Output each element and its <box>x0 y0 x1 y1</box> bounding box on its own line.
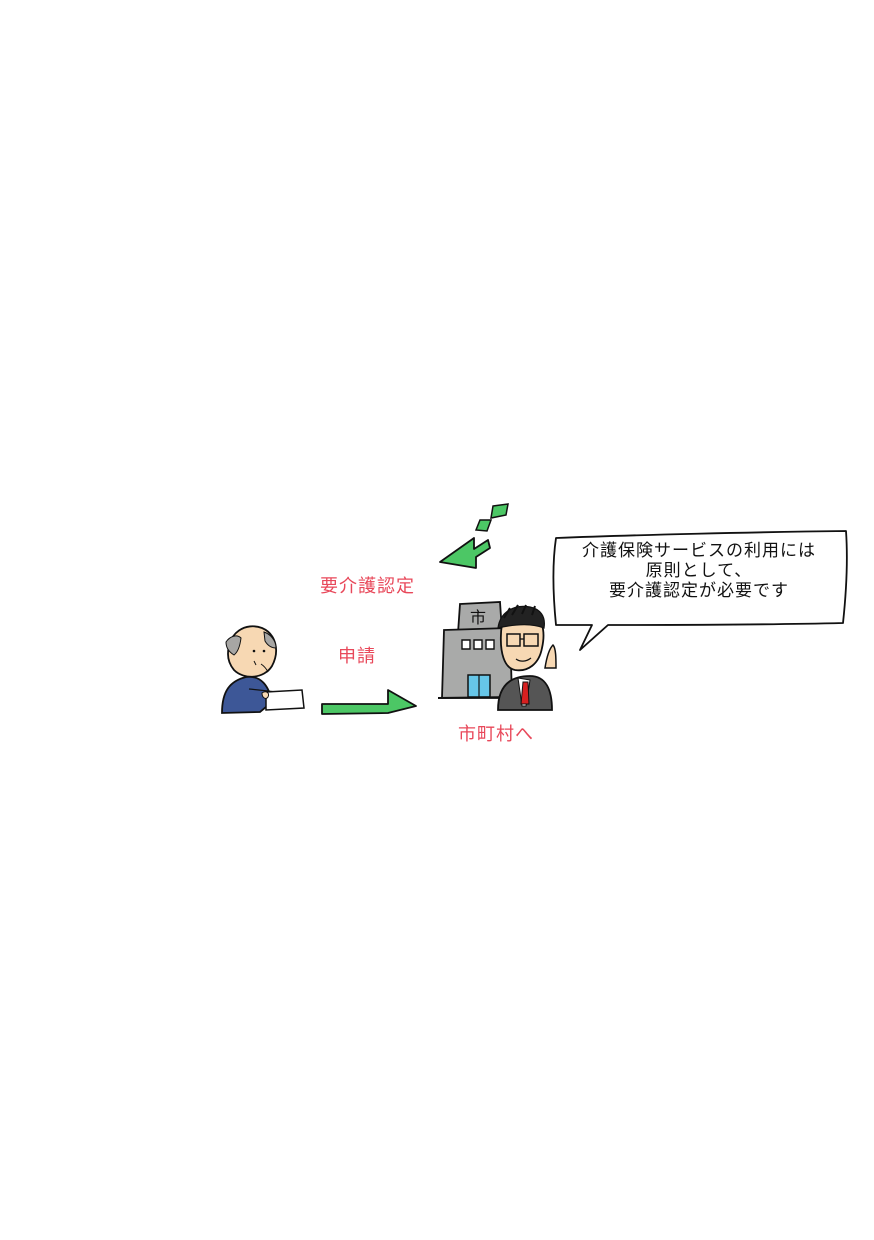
municipality-label: 市町村へ <box>458 724 534 745</box>
pointer-arrow-icon <box>439 503 509 569</box>
building-sign: 市 <box>470 608 487 627</box>
speech-line-3: 要介護認定が必要です <box>609 581 789 601</box>
elderly-person-icon <box>221 625 277 714</box>
city-hall-icon <box>437 601 519 699</box>
application-arrow-icon <box>321 689 417 715</box>
speech-bubble-text: 介護保険サービスの利用には 原則として、 要介護認定が必要です <box>558 541 840 601</box>
speech-line-1: 介護保険サービスの利用には <box>582 541 816 561</box>
application-label: 申請 <box>338 646 376 667</box>
speech-bubble-icon <box>552 530 848 651</box>
document-icon <box>261 689 305 711</box>
care-certification-label: 要介護認定 <box>320 576 415 597</box>
official-person-icon <box>497 604 557 711</box>
speech-line-2: 原則として、 <box>645 561 753 581</box>
